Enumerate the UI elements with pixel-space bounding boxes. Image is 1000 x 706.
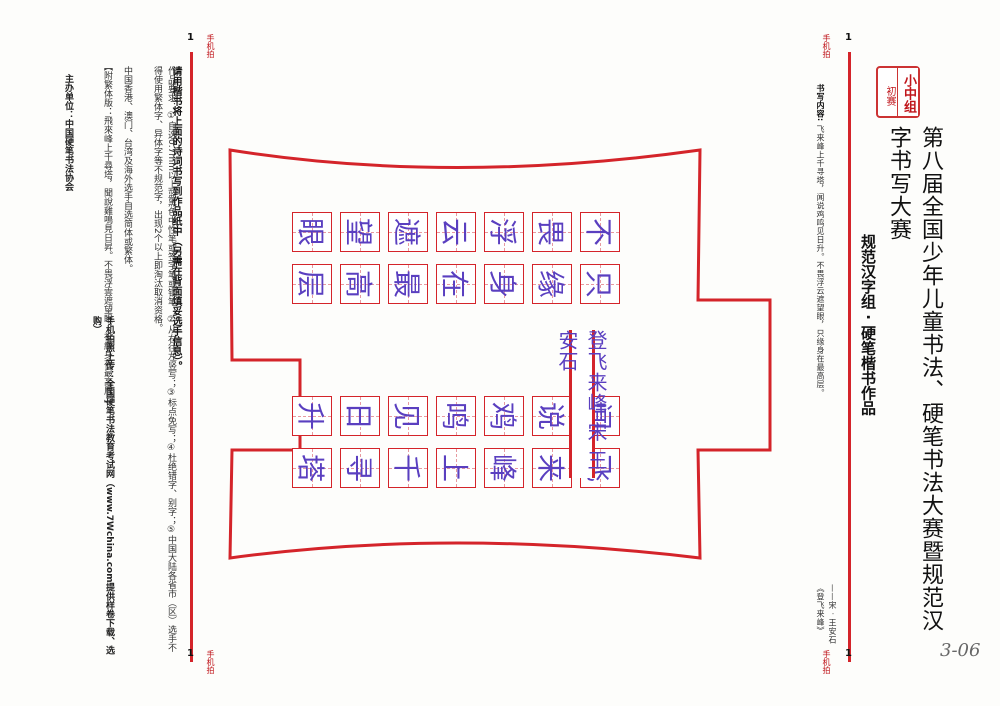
- sub-title: 规范汉字组 · 硬笔楷书作品: [859, 234, 877, 416]
- grid-character: 最: [390, 269, 423, 298]
- content-info: 书写内容: 飞来峰上千寻塔，闻说鸡鸣见日升。不畏浮云遮望眼，只缘身在最高层。 —…: [814, 84, 837, 654]
- grid-character: 在: [438, 269, 471, 298]
- group-badge: 小中组 初赛: [876, 66, 920, 118]
- grid-character: 云: [438, 217, 471, 246]
- host-organization: 主办单位：中国硬笔书法协会: [63, 74, 73, 191]
- grid-character: 千: [390, 453, 423, 482]
- grid-character: 遮: [390, 217, 423, 246]
- grid-cell: 浮: [484, 212, 524, 252]
- grid-character: 高: [342, 269, 375, 298]
- grid-cell: 日: [340, 396, 380, 436]
- grid-cell: 升: [292, 396, 332, 436]
- grid-character: 只: [582, 269, 615, 298]
- grid-character: 升: [294, 401, 327, 430]
- grid-cell: 最: [388, 264, 428, 304]
- corner-mark-top-left: 1: [187, 32, 194, 43]
- phone-corner-bottom-left: 手机拍: [206, 650, 215, 674]
- grid-cell: 只: [580, 264, 620, 304]
- phone-corner-bottom-right: 手机拍: [822, 650, 831, 674]
- content-label: 书写内容:: [816, 84, 825, 122]
- instruction-detail-1: 作品要求：①自选0.7mm以上蓝黑色中性笔或签字笔或钢笔；②从右往左竖写；③标点…: [152, 66, 176, 652]
- grid-character: 眼: [294, 217, 327, 246]
- grid-character: 鸣: [438, 401, 471, 430]
- center-title-band: 登飞来峰 宋 王安石: [555, 330, 608, 478]
- grid-cell: 畏: [532, 212, 572, 252]
- grid-cell: 见: [388, 396, 428, 436]
- instruction-note: 【附繁体版：飛來峰上千尋塔，聞說雞鳴見日昇。不畏浮雲遮望眼，祇緣身在最高層。】: [102, 62, 112, 409]
- grid-cell: 云: [436, 212, 476, 252]
- grid-cell: 说: [532, 396, 572, 436]
- phone-corner-top-left: 手机拍: [206, 34, 215, 58]
- grid-character: 上: [438, 453, 471, 482]
- phone-corner-top-right: 手机拍: [822, 34, 831, 58]
- grid-character: 畏: [534, 217, 567, 246]
- grid-character: 塔: [294, 453, 327, 482]
- grid-cell: 峰: [484, 448, 524, 488]
- grid-cell: 不: [580, 212, 620, 252]
- left-red-rule: [190, 52, 193, 662]
- grid-cell: 层: [292, 264, 332, 304]
- grid-character: 鸡: [486, 401, 519, 430]
- grid-character: 身: [486, 269, 519, 298]
- grid-cell: 身: [484, 264, 524, 304]
- content-author: ——宋 · 王安石《登飞来峰》: [816, 584, 837, 645]
- corner-mark-bottom-left: 1: [187, 648, 194, 659]
- grid-cell: 望: [340, 212, 380, 252]
- grid-cell: 鸣: [436, 396, 476, 436]
- grid-cell: 在: [436, 264, 476, 304]
- grid-character: 见: [390, 401, 423, 430]
- grid-cell: 鸡: [484, 396, 524, 436]
- grid-cell: 寻: [340, 448, 380, 488]
- grid-character: 层: [294, 269, 327, 298]
- grid-cell: 眼: [292, 212, 332, 252]
- grid-character: 浮: [486, 217, 519, 246]
- upload-info: 手机拍照上传：全国硬笔书法教育考试网（www.7Wchina.com提供样卷下载…: [91, 316, 114, 655]
- grid-cell: 缘: [532, 264, 572, 304]
- grid-character: 寻: [342, 453, 375, 482]
- pencil-margin-note: 3-06: [940, 640, 981, 661]
- main-title: 第八届全国少年儿童书法、硬笔书法大赛暨规范汉字书写大赛: [886, 126, 943, 632]
- grid-character: 峰: [486, 453, 519, 482]
- grid-cell: 遮: [388, 212, 428, 252]
- grid-character: 缘: [534, 269, 567, 298]
- grid-character: 不: [582, 217, 615, 246]
- group-level-label: 初赛: [884, 86, 896, 106]
- center-title-text: 登飞来峰 宋 王安石: [555, 330, 608, 471]
- content-text: 飞来峰上千寻塔，闻说鸡鸣见日升。不畏浮云遮望眼，只缘身在最高层。: [816, 124, 825, 397]
- grid-character: 望: [342, 217, 375, 246]
- grid-cell: 塔: [292, 448, 332, 488]
- grid-cell: 高: [340, 264, 380, 304]
- grid-character: 日: [342, 401, 375, 430]
- right-red-rule: [848, 52, 851, 662]
- grid-cell: 千: [388, 448, 428, 488]
- instruction-main: 请用楷书将上面的诗词书写到作品纸中（另需在背面填妥选手信息）。: [170, 66, 181, 371]
- instruction-detail-2: 中国香港、澳门、台湾及海外选手自选简体或繁体。: [122, 66, 132, 273]
- corner-mark-bottom-right: 1: [845, 648, 852, 659]
- grid-cell: 来: [532, 448, 572, 488]
- corner-mark-top-right: 1: [845, 32, 852, 43]
- group-badge-label: 小中组: [897, 68, 918, 116]
- grid-cell: 上: [436, 448, 476, 488]
